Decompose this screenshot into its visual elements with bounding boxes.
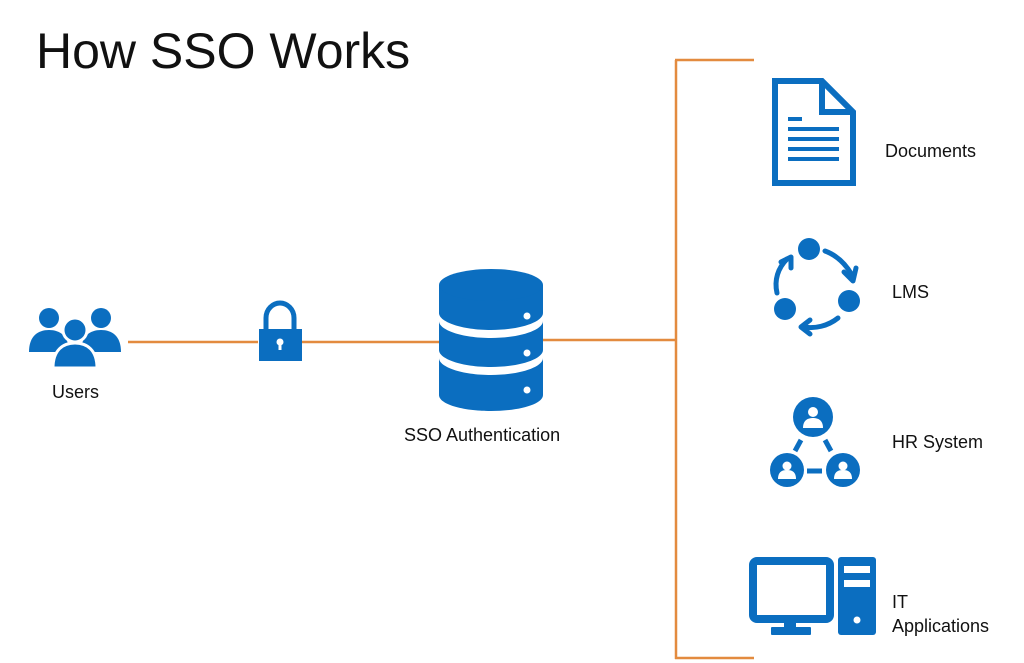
org-network-icon <box>770 397 860 487</box>
database-icon <box>439 269 543 411</box>
lms-label: LMS <box>892 282 930 302</box>
documents-label: Documents <box>885 141 977 161</box>
document-icon <box>772 78 856 186</box>
it-applications-label-line2: Applications <box>892 616 990 636</box>
it-applications-label: IT Applications <box>892 590 989 638</box>
page-title: How SSO Works <box>36 23 411 79</box>
users-label: Users <box>52 382 100 402</box>
hr-system-label: HR System <box>892 432 984 452</box>
connectors <box>128 58 754 660</box>
it-applications-label-line1: IT <box>892 592 908 612</box>
computer-icon <box>749 557 876 635</box>
cycle-icon <box>773 238 860 337</box>
users-icon <box>29 308 121 370</box>
sso-authentication-label: SSO Authentication <box>404 425 561 445</box>
lock-icon <box>259 300 302 361</box>
